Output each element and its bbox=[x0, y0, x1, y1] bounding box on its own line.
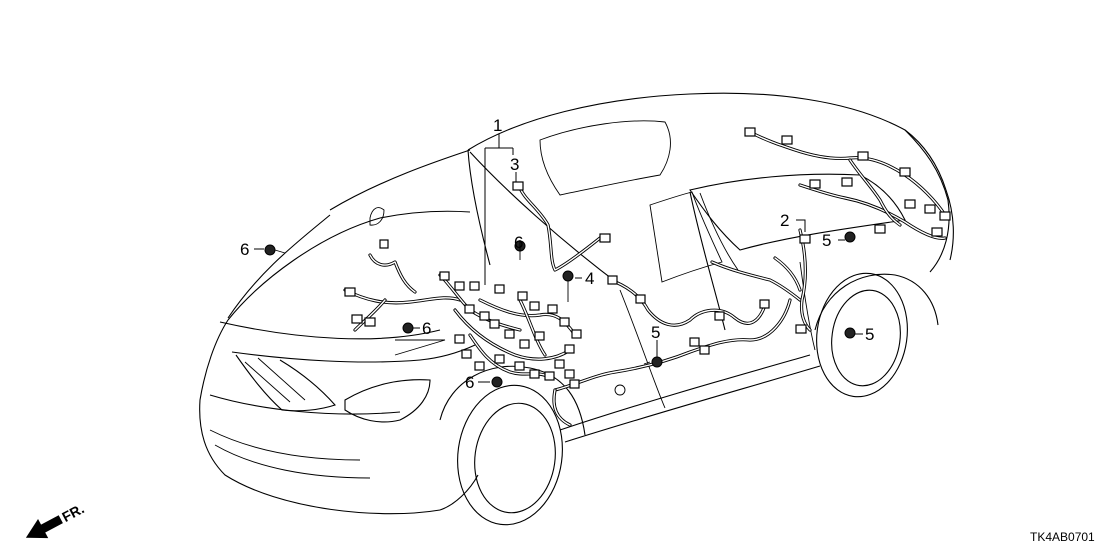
callout-3: 3 bbox=[510, 155, 519, 174]
car-body-outline bbox=[199, 92, 954, 526]
callout-6-cowl: 6 bbox=[514, 233, 523, 252]
callout-5-rear-lower: 5 bbox=[865, 325, 874, 344]
callout-2: 2 bbox=[780, 211, 789, 230]
diagram-code: TK4AB0701 bbox=[1030, 530, 1095, 544]
cabin-wire-harness bbox=[512, 181, 611, 272]
front-arrow-icon bbox=[25, 515, 63, 539]
callout-5-floor: 5 bbox=[651, 323, 660, 342]
direction-label: FR. bbox=[59, 500, 86, 525]
callout-1: 1 bbox=[493, 116, 502, 135]
callout-4: 4 bbox=[585, 269, 594, 288]
callout-leaders bbox=[254, 134, 863, 383]
callout-6-lower: 6 bbox=[465, 373, 474, 392]
callout-labels: 1 2 3 4 5 5 5 6 6 6 6 bbox=[240, 116, 874, 392]
floor-wire-harness bbox=[552, 260, 802, 427]
callout-6-engine: 6 bbox=[422, 319, 431, 338]
engine-wire-harness bbox=[343, 239, 582, 381]
callout-6-front: 6 bbox=[240, 240, 249, 259]
rear-wire-harness bbox=[744, 127, 951, 334]
callout-5-rear-upper: 5 bbox=[822, 231, 831, 250]
front-direction-indicator: FR. bbox=[25, 500, 87, 539]
